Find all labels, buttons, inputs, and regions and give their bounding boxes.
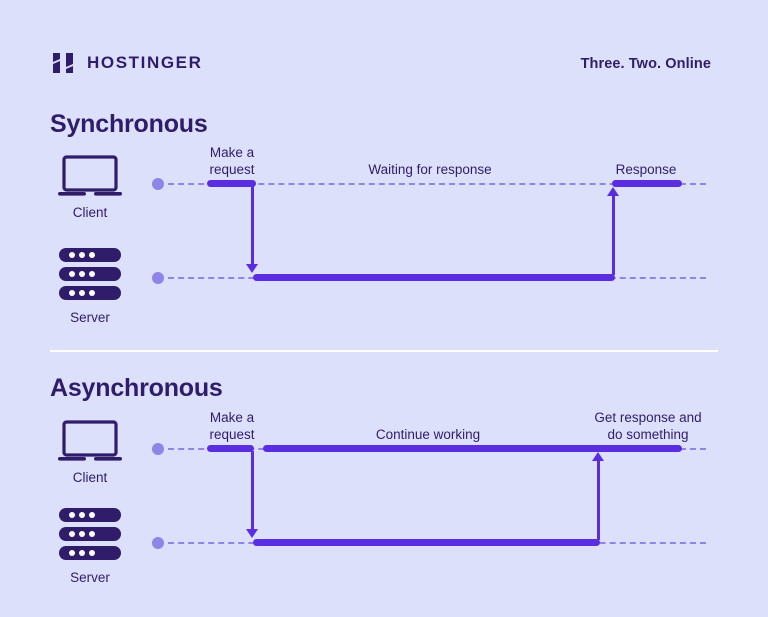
server-icon [59,508,121,560]
annotation-make-request-sync: Make a request [209,145,255,177]
actor-label-server: Server [70,310,110,325]
bar-server-processing-async [253,539,600,546]
response-arrow-head-sync [607,187,619,196]
actor-label-client: Client [72,470,108,485]
annotation-get-response-async: Get response and do something [594,410,702,442]
section-title-asynchronous: Asynchronous [50,374,223,402]
request-arrow-line-async [251,451,254,533]
bar-client-continue-working-async [263,445,682,452]
annotation-response-sync: Response [615,162,677,177]
laptop-icon [58,155,122,196]
server-icon [59,248,121,300]
actor-label-client: Client [72,205,108,220]
actor-client-asynchronous: Client [35,420,145,485]
bar-client-make-request-sync [207,180,256,187]
brand-tagline: Three. Two. Online [580,56,711,72]
response-arrow-head-async [592,452,604,461]
bar-server-processing-sync [253,274,615,281]
actor-server-asynchronous: Server [35,508,145,585]
actor-client-synchronous: Client [35,155,145,220]
section-divider [50,350,718,352]
annotation-waiting-for-response-sync: Waiting for response [368,162,492,177]
response-arrow-line-async [597,460,600,540]
response-arrow-line-sync [612,195,615,275]
bar-client-response-sync [612,180,682,187]
laptop-icon [58,420,122,461]
request-arrow-head-async [246,529,258,538]
brand-logo: HOSTINGER [50,50,202,76]
actor-label-server: Server [70,570,110,585]
lifeline-client-sync [158,183,706,187]
request-arrow-line-sync [251,186,254,268]
request-arrow-head-sync [246,264,258,273]
annotation-make-request-async: Make a request [209,410,255,442]
annotation-continue-working-async: Continue working [375,427,481,442]
brand-name: HOSTINGER [87,53,203,72]
section-title-synchronous: Synchronous [50,110,208,138]
bar-client-make-request-async [207,445,254,452]
hostinger-h-mark-icon [53,53,73,73]
actor-server-synchronous: Server [35,248,145,325]
